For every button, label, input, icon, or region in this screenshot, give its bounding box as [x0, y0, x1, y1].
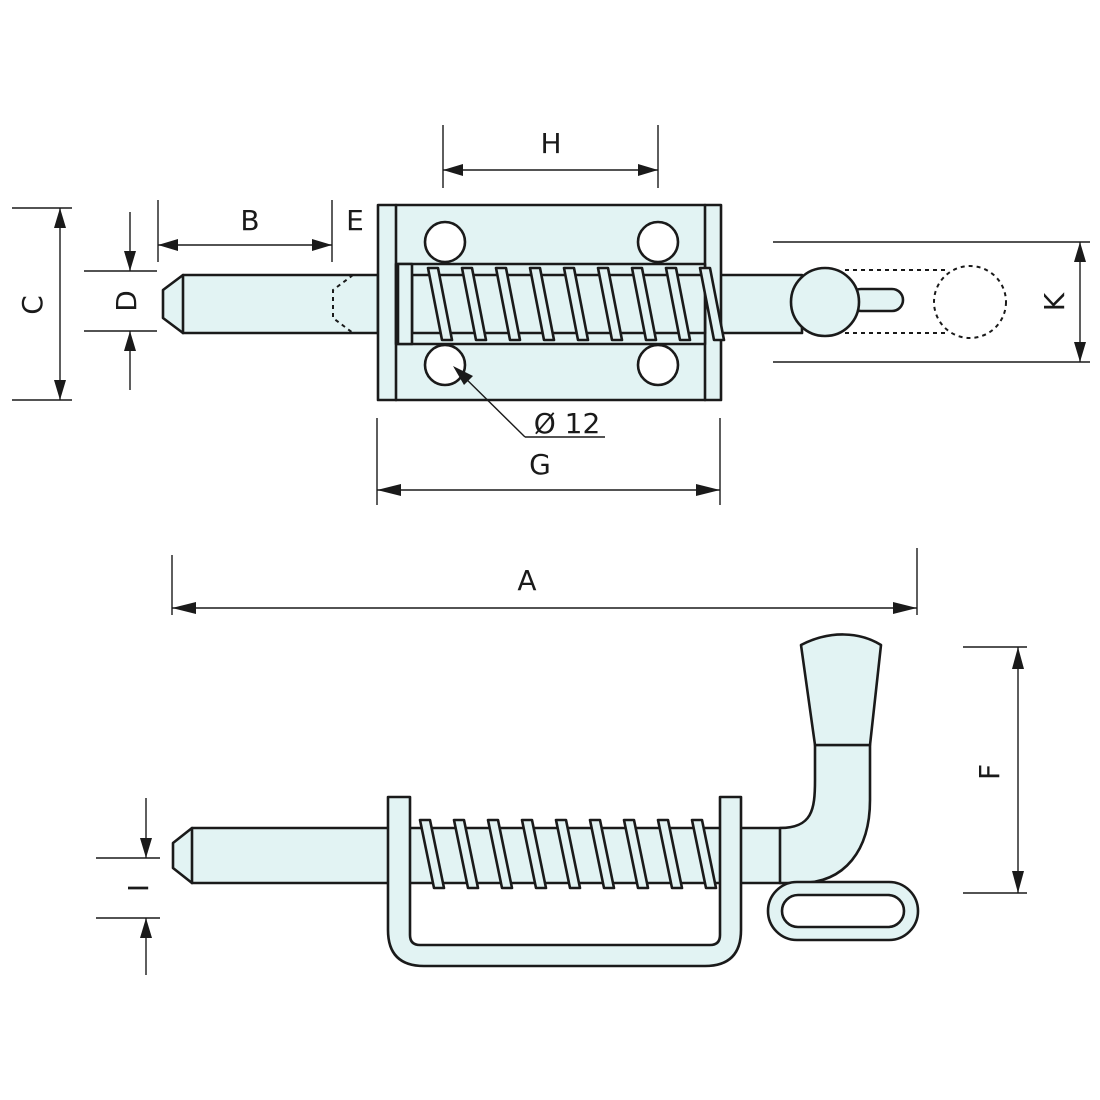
- label-g: G: [529, 448, 551, 481]
- spring-coil: [528, 266, 556, 342]
- mounting-hole: [423, 343, 467, 387]
- dim-h-arrow-right: [638, 164, 658, 176]
- label-h: H: [540, 127, 561, 160]
- mounting-hole: [636, 220, 680, 264]
- spring-coil: [656, 818, 684, 890]
- spring-collar: [396, 262, 414, 346]
- dim-f-arrow-top: [1012, 647, 1024, 669]
- dim-d-arrow-bottom: [124, 331, 136, 351]
- spring-coil: [520, 818, 548, 890]
- dim-f-arrow-bottom: [1012, 871, 1024, 893]
- label-a: A: [517, 564, 536, 597]
- spring-coil: [630, 266, 658, 342]
- spring-coil: [588, 818, 616, 890]
- spring-coil: [486, 818, 514, 890]
- handle-knob: [789, 266, 861, 338]
- dimensions: H B E C D K Ø 12: [12, 125, 1090, 975]
- hole-leader-arrow: [453, 366, 473, 385]
- spring-coil: [664, 266, 692, 342]
- dim-i-arrow-top: [140, 838, 152, 858]
- spring-coil: [452, 818, 480, 890]
- label-c: C: [16, 295, 49, 315]
- label-k: K: [1038, 292, 1071, 311]
- dim-c-arrow-top: [54, 208, 66, 228]
- side-handle-bend: [778, 743, 872, 885]
- bolt-left: [161, 273, 380, 335]
- spring-coil: [426, 266, 454, 342]
- spring-coil: [622, 818, 650, 890]
- dim-g-arrow-right: [696, 484, 720, 496]
- handle-hidden-position: [845, 269, 948, 334]
- spring-coils: [426, 266, 726, 342]
- dim-b-arrow-right: [312, 239, 332, 251]
- dim-a-arrow-right: [893, 602, 917, 614]
- spring-coil: [494, 266, 522, 342]
- label-d: D: [110, 290, 143, 312]
- spring-coil: [562, 266, 590, 342]
- side-bracket: [386, 795, 743, 968]
- dim-k-arrow-top: [1074, 242, 1086, 262]
- spring-coil: [418, 818, 446, 890]
- spring-coil: [690, 818, 718, 890]
- label-hole-diameter: Ø 12: [534, 407, 601, 440]
- dim-g-arrow-left: [377, 484, 401, 496]
- dim-h-arrow-left: [443, 164, 463, 176]
- side-handle-grip: [799, 633, 883, 747]
- side-ring-inner: [780, 893, 906, 929]
- spring-coil: [698, 266, 726, 342]
- mounting-hole: [636, 343, 680, 387]
- side-view: [171, 633, 920, 968]
- spring-coil: [596, 266, 624, 342]
- label-i: I: [122, 884, 155, 892]
- bolt-right: [718, 273, 804, 335]
- dim-k-arrow-bottom: [1074, 342, 1086, 362]
- spring-coil: [554, 818, 582, 890]
- top-view: [161, 203, 1007, 402]
- dim-c-arrow-bottom: [54, 380, 66, 400]
- handle-knob-hidden: [933, 265, 1007, 339]
- dim-d-arrow-top: [124, 251, 136, 271]
- label-b: B: [240, 204, 259, 237]
- dim-a-arrow-left: [172, 602, 196, 614]
- label-e: E: [346, 204, 364, 237]
- bolt-in-housing: [410, 273, 707, 335]
- spring-coil: [460, 266, 488, 342]
- side-spring-coils: [418, 818, 718, 890]
- bolt-hidden-groove: [332, 274, 354, 334]
- dim-b-arrow-left: [158, 239, 178, 251]
- dim-i-arrow-bottom: [140, 918, 152, 938]
- mounting-hole: [423, 220, 467, 264]
- label-f: F: [973, 764, 1006, 780]
